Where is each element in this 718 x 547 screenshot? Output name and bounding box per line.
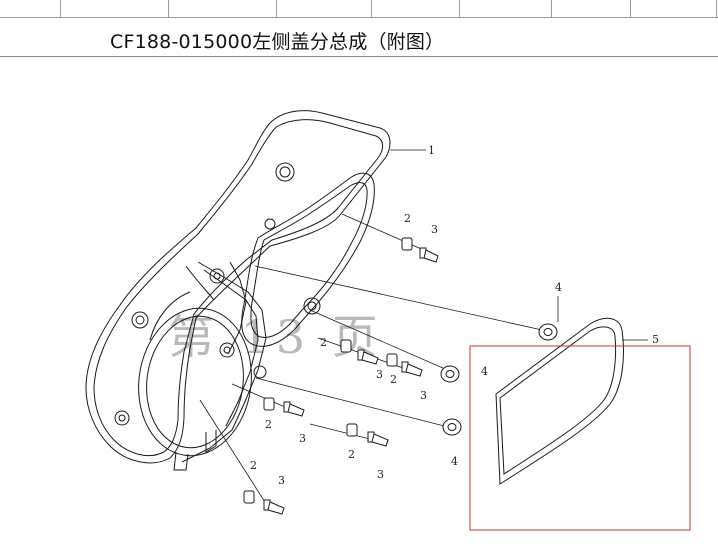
sheet-grid-strip: [0, 0, 718, 18]
callout-2: 2: [250, 459, 257, 472]
callout-4: 4: [555, 281, 562, 294]
callout-2: 2: [348, 448, 355, 461]
callout-3: 3: [420, 389, 427, 402]
bolt-parts: [263, 247, 439, 515]
callout-3: 3: [431, 223, 438, 236]
grommet-parts: [440, 323, 558, 436]
callout-2: 2: [320, 336, 327, 349]
callout-2: 2: [390, 373, 397, 386]
callout-3: 3: [278, 474, 285, 487]
callout-2: 2: [265, 418, 272, 431]
highlight-box: [469, 345, 691, 531]
page-title: CF188-015000左侧盖分总成（附图）: [110, 31, 445, 53]
side-cover-decal-plate: [495, 317, 624, 485]
callout-4: 4: [451, 455, 458, 468]
spacer-parts: [243, 237, 413, 504]
callout-1: 1: [428, 144, 435, 157]
left-side-cover: [85, 110, 391, 471]
callout-2: 2: [404, 212, 411, 225]
callout-3: 3: [299, 432, 306, 445]
page-watermark: 第 13 页: [168, 310, 384, 364]
callout-3: 3: [377, 468, 384, 481]
part-callouts: 1 2 3 4 5 2 3 2 3 4 2 3 2 3 4 2 3: [250, 144, 659, 487]
callout-3: 3: [376, 368, 383, 381]
callout-5: 5: [652, 333, 659, 346]
callout-4: 4: [481, 365, 488, 378]
title-divider: [0, 56, 718, 57]
